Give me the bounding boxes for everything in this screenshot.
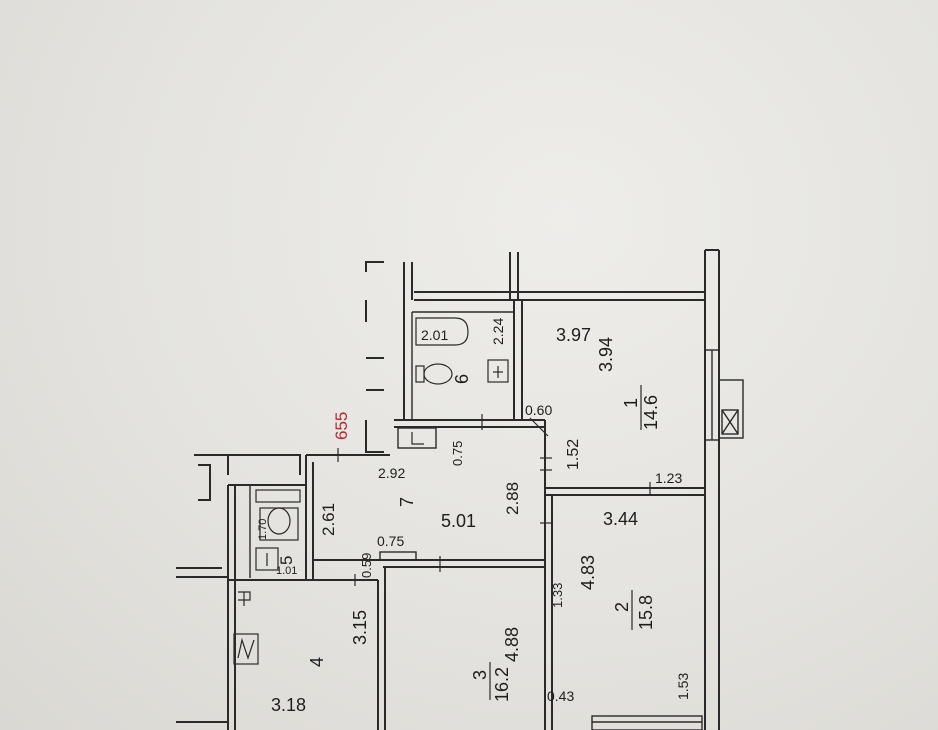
dim-153: 1.53 <box>675 673 691 700</box>
fixtures <box>233 317 651 665</box>
room-4-width: 3.15 <box>350 610 370 645</box>
dim-043: 0.43 <box>547 688 574 704</box>
dim-060: 0.60 <box>525 402 552 418</box>
room-2-area: 15.8 <box>636 595 656 630</box>
room-3-area: 16.2 <box>492 667 512 702</box>
room-7-area: 5.01 <box>441 511 476 531</box>
room-3-width: 4.88 <box>502 627 522 662</box>
room-3-number: 3 <box>470 670 490 680</box>
walls <box>176 249 744 730</box>
dim-059: 0.59 <box>359 553 374 578</box>
room-2-length: 3.44 <box>603 509 638 529</box>
dim-075a: 0.75 <box>450 441 465 466</box>
room-1-width: 3.94 <box>596 337 616 372</box>
dim-123: 1.23 <box>655 470 682 486</box>
room-7-number: 7 <box>397 497 417 507</box>
room-5-length: 1.01 <box>276 565 297 577</box>
room-6-length: 2.01 <box>421 327 448 343</box>
room-2-number: 2 <box>612 602 632 612</box>
room-7-side: 2.88 <box>503 482 522 515</box>
room-1-length: 3.97 <box>556 325 591 345</box>
room-4-number: 4 <box>307 657 327 667</box>
plan-code: 655 <box>332 412 351 440</box>
dim-075b: 0.75 <box>377 533 404 549</box>
room-5-width: 1.70 <box>257 519 269 540</box>
room-6-width: 2.24 <box>490 318 506 345</box>
room-6-number: 6 <box>452 374 472 384</box>
room-2-width: 4.83 <box>578 555 598 590</box>
room-7-length: 2.92 <box>378 465 405 481</box>
room-5-number: 5 <box>277 556 296 565</box>
labels: 655 3.97 3.94 1 14.6 2.01 2.24 6 0.60 0.… <box>257 318 691 715</box>
dim-152: 1.52 <box>565 439 582 470</box>
room-4-length: 3.18 <box>271 695 306 715</box>
room-7-width: 2.61 <box>319 503 338 536</box>
room-1-area: 14.6 <box>641 395 661 430</box>
dim-133: 1.33 <box>550 583 565 608</box>
room-1-number: 1 <box>621 398 641 408</box>
